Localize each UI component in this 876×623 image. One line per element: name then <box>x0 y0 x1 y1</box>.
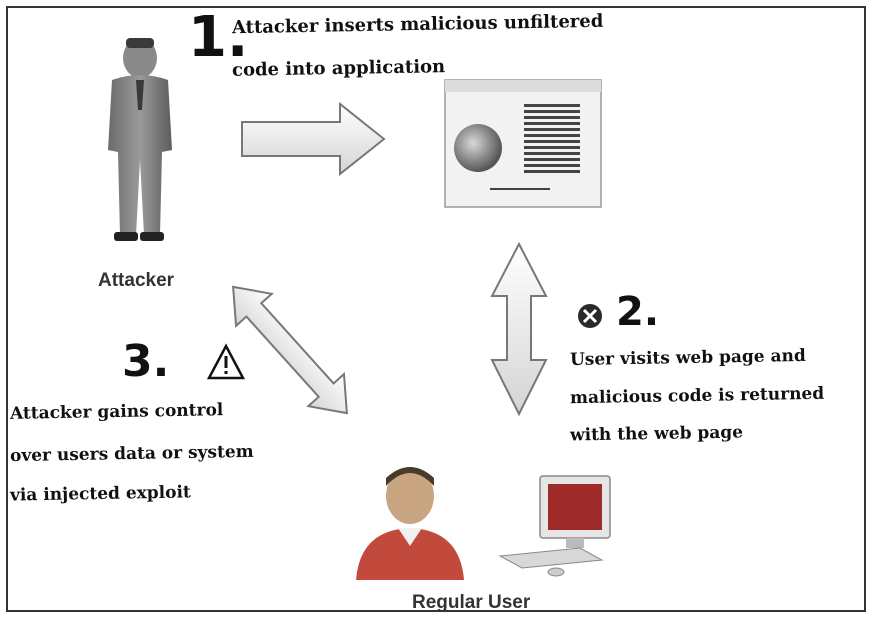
step3-text-line3: via injected exploit <box>9 482 191 506</box>
attacker-figure-icon <box>108 38 172 241</box>
step2-text-line3: with the web page <box>569 422 744 446</box>
computer-icon <box>498 475 611 577</box>
browser-window-icon <box>444 79 602 208</box>
regular-user-label: Regular User <box>412 592 531 613</box>
step1-text-line2: code into application <box>231 56 446 81</box>
arrow-browser-user <box>490 241 548 417</box>
attacker-label: Attacker <box>98 270 175 291</box>
step2-number: 2. <box>616 289 660 335</box>
step3-text-line1: Attacker gains control <box>9 400 224 424</box>
step1-number: 1. <box>188 5 249 70</box>
step3-text-line2: over users data or system <box>9 441 254 467</box>
error-circle-x-icon <box>578 304 602 328</box>
regular-user-figure-icon <box>356 467 464 580</box>
warning-triangle-icon <box>206 343 246 380</box>
step2-text-line1: User visits web page and <box>569 345 807 371</box>
arrow-attacker-user <box>232 285 348 415</box>
arrow-attacker-to-browser <box>241 101 386 177</box>
step3-number: 3. <box>122 336 170 387</box>
